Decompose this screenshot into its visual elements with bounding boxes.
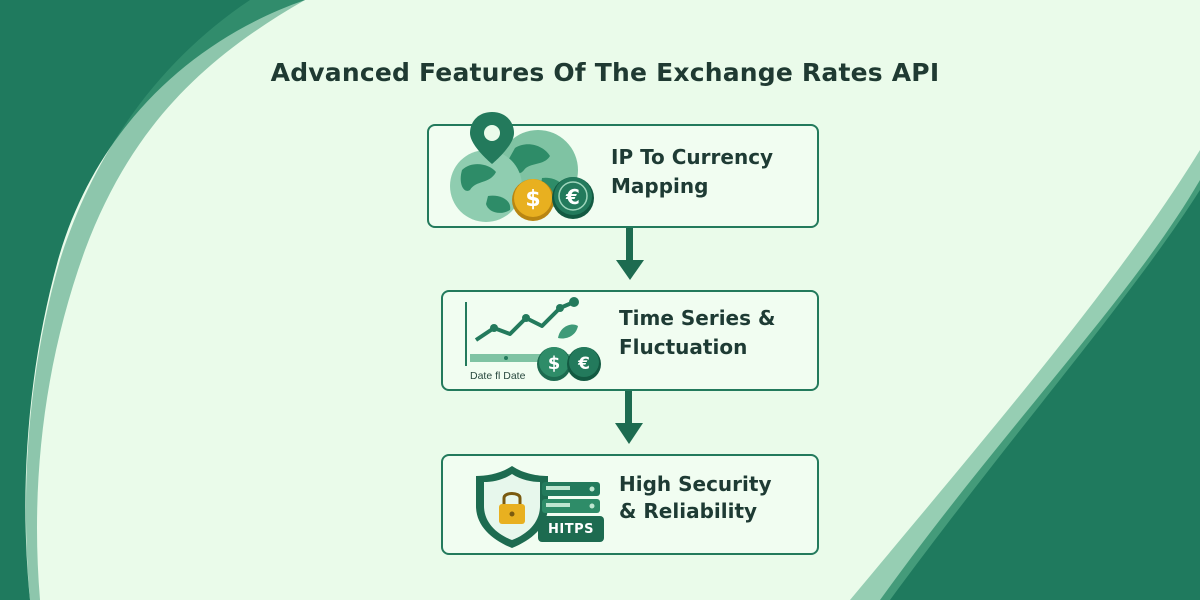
euro-coin-icon: € [567, 347, 601, 381]
chart-date-caption: Date fl Date [470, 370, 526, 382]
svg-text:€: € [577, 354, 590, 374]
server-stack-icon [538, 482, 604, 542]
time-series-illustration: $ € [465, 297, 601, 381]
line-chart-icon [465, 297, 579, 366]
svg-text:€: € [565, 185, 580, 209]
feature-label-ip-mapping: IP To Currency Mapping [611, 145, 774, 198]
svg-text:$: $ [548, 353, 561, 374]
shield-lock-icon [476, 466, 548, 548]
dollar-coin-icon: $ [512, 179, 554, 221]
flow-arrow-down-icon [615, 391, 643, 444]
feature-label-security: High Security & Reliability [619, 472, 772, 523]
feature-label-time-series: Time Series & Fluctuation [619, 306, 776, 359]
security-illustration [476, 466, 604, 548]
ip-currency-illustration: $ € [450, 112, 594, 222]
https-badge: HITPS [548, 522, 594, 537]
feature-card-time-series [441, 290, 819, 391]
page-title: Advanced Features Of The Exchange Rates … [270, 58, 940, 87]
flow-arrow-down-icon [616, 228, 644, 280]
svg-text:$: $ [525, 187, 540, 212]
globe-icon [450, 150, 522, 222]
location-pin-icon [470, 112, 514, 164]
euro-coin-icon: € [552, 177, 594, 219]
dollar-coin-icon: $ [537, 347, 571, 381]
